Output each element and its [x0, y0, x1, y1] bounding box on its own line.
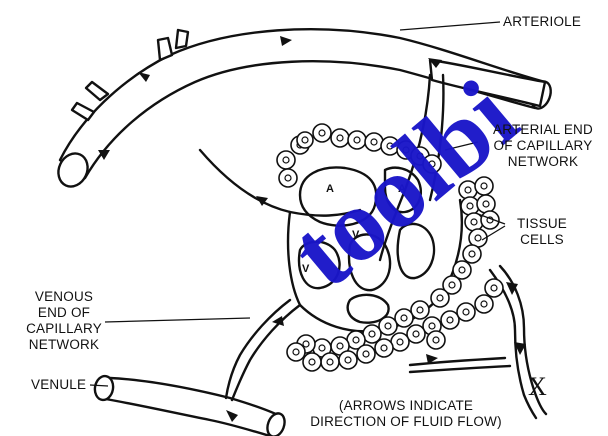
label-note-line-1: (ARROWS INDICATE — [286, 398, 526, 414]
cell-nucleus — [433, 337, 439, 343]
cell-nucleus — [319, 130, 325, 136]
label-venous-line-4: NETWORK — [18, 337, 110, 353]
cell-nucleus — [397, 339, 403, 345]
cell-nucleus — [429, 323, 435, 329]
cell-nucleus — [413, 331, 419, 337]
cell-nucleus — [381, 345, 387, 351]
label-arterial-end-line-1: ARTERIAL END — [482, 122, 604, 138]
cell-nucleus — [447, 317, 453, 323]
label-arteriole: ARTERIOLE — [503, 14, 581, 30]
cell-nucleus — [469, 251, 475, 257]
cell-nucleus — [449, 282, 455, 288]
cell-nucleus — [303, 341, 309, 347]
label-tissue-line-2: CELLS — [512, 232, 572, 248]
cell-nucleus — [283, 157, 289, 163]
cell-nucleus — [353, 337, 359, 343]
label-venous-line-2: END OF — [18, 305, 110, 321]
cell-nucleus — [385, 323, 391, 329]
label-arterial-end-line-3: NETWORK — [482, 154, 604, 170]
cell-nucleus — [285, 175, 291, 181]
venule-vessel — [93, 375, 288, 436]
cell-nucleus — [337, 343, 343, 349]
cell-nucleus — [437, 295, 443, 301]
label-venous-end: VENOUS END OF CAPILLARY NETWORK — [18, 289, 110, 353]
cell-nucleus — [369, 331, 375, 337]
label-note-line-2: DIRECTION OF FLUID FLOW) — [286, 414, 526, 430]
label-venous-line-1: VENOUS — [18, 289, 110, 305]
cell-nucleus — [363, 351, 369, 357]
arteriole-leader — [400, 22, 500, 30]
cell-nucleus — [302, 137, 308, 143]
label-arterial-end-line-2: OF CAPILLARY — [482, 138, 604, 154]
cell-nucleus — [475, 235, 481, 241]
label-arterial-end: ARTERIAL END OF CAPILLARY NETWORK — [482, 122, 604, 170]
label-tissue-cells: TISSUE CELLS — [512, 216, 572, 248]
label-arrows-note: (ARROWS INDICATE DIRECTION OF FLUID FLOW… — [286, 398, 526, 430]
cell-nucleus — [491, 285, 497, 291]
cell-nucleus — [327, 359, 333, 365]
cell-nucleus — [471, 219, 477, 225]
cell-nucleus — [417, 307, 423, 313]
cell-nucleus — [319, 345, 325, 351]
label-venous-line-3: CAPILLARY — [18, 321, 110, 337]
label-venule: VENULE — [31, 377, 86, 393]
cell-nucleus — [481, 301, 487, 307]
cell-nucleus — [345, 357, 351, 363]
cell-nucleus — [309, 359, 315, 365]
cell-nucleus — [459, 267, 465, 273]
label-x-marker: X — [528, 372, 547, 402]
cell-nucleus — [483, 201, 489, 207]
cell-nucleus — [293, 349, 299, 355]
cell-nucleus — [401, 315, 407, 321]
cell-nucleus — [337, 135, 343, 141]
label-tissue-line-1: TISSUE — [512, 216, 572, 232]
cell-nucleus — [463, 309, 469, 315]
